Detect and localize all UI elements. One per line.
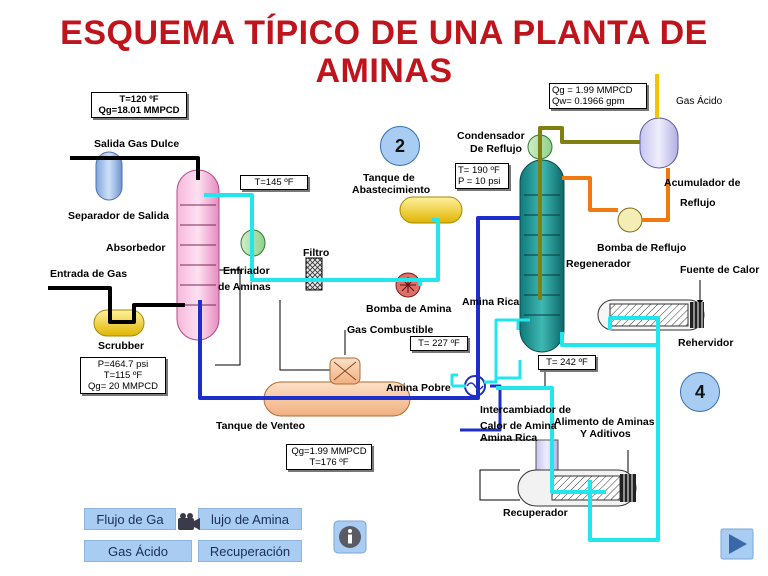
- info-icon[interactable]: [333, 520, 367, 554]
- label-accumulator-1: Acumulador de: [664, 177, 741, 189]
- label-exchanger-2: Calor de Amina: [480, 420, 557, 432]
- inlet-gas-conditions: P=464.7 psi T=115 ºF Qg= 20 MMPCD: [80, 357, 166, 394]
- label-gas-inlet: Entrada de Gas: [50, 268, 128, 280]
- filter: [305, 257, 323, 291]
- label-filter: Filtro: [303, 247, 330, 259]
- camera-icon[interactable]: [176, 512, 202, 534]
- reflux-accumulator: [639, 117, 679, 169]
- label-amine-feed-1: Alimento de Aminas: [554, 416, 655, 428]
- label-outlet-separator: Separador de Salida: [68, 210, 169, 222]
- label-sweet-gas-outlet: Salida Gas Dulce: [94, 138, 180, 150]
- cooler-outlet-temp: T=145 ºF: [240, 175, 308, 190]
- label-regenerator: Regenerador: [566, 258, 631, 270]
- regenerator-bottom-temp: T= 242 ºF: [538, 355, 596, 370]
- acid-gas-button[interactable]: Gas Ácido: [84, 540, 192, 562]
- step-4-button[interactable]: 4: [680, 372, 720, 412]
- label-scrubber: Scrubber: [98, 340, 145, 352]
- label-flash-tank: Tanque de Venteo: [216, 420, 306, 432]
- supply-tank: [399, 196, 463, 224]
- label-accumulator-2: Reflujo: [680, 197, 716, 209]
- rich-amine-temp: T= 227 ºF: [410, 336, 468, 351]
- next-arrow-icon[interactable]: [720, 528, 754, 560]
- label-condenser-1: Condensador: [457, 130, 525, 142]
- label-reclaimer: Recuperador: [503, 507, 568, 519]
- label-fuel-gas: Gas Combustible: [347, 324, 434, 336]
- label-cooler-1: Enfriador: [223, 265, 270, 277]
- label-supply-tank-1: Tanque de: [363, 172, 415, 184]
- recovery-button[interactable]: Recuperación: [198, 540, 302, 562]
- label-heat-source: Fuente de Calor: [680, 264, 760, 276]
- reflux-pump: [617, 207, 643, 233]
- flash-tank-conditions: Qg=1.99 MMPCD T=176 ºF: [286, 444, 372, 470]
- label-exchanger-3: Amina Rica: [480, 432, 538, 444]
- label-acid-gas: Gas Ácido: [676, 96, 723, 107]
- label-cooler-2: de Aminas: [218, 281, 271, 293]
- label-exchanger-1: Intercambiador de: [480, 404, 572, 416]
- acid-gas-conditions: Qg = 1.99 MMPCD Qw= 0.1966 gpm: [549, 83, 647, 109]
- label-amine-feed-2: Y Aditivos: [580, 428, 631, 440]
- label-amine-pump: Bomba de Amina: [366, 303, 452, 315]
- reflux-conditions: T= 190 ºF P = 10 psi: [455, 163, 509, 189]
- absorber-top-conditions: T=120 ºF Qg=18.01 MMPCD: [91, 92, 187, 118]
- label-supply-tank-2: Abastecimiento: [352, 184, 431, 196]
- label-absorber: Absorbedor: [106, 242, 166, 254]
- label-rich-amine: Amina Rica: [462, 296, 520, 308]
- label-condenser-2: De Reflujo: [470, 143, 522, 155]
- outlet-separator: [95, 151, 123, 201]
- label-reboiler: Rehervidor: [678, 337, 734, 349]
- title-line-2: AMINAS: [315, 52, 453, 90]
- amine-flow-button[interactable]: lujo de Amina: [198, 508, 302, 530]
- label-reflux-pump: Bomba de Reflujo: [597, 242, 687, 254]
- title-line-1: ESQUEMA TÍPICO DE UNA PLANTA DE: [60, 14, 708, 52]
- gas-flow-button[interactable]: Flujo de Ga: [84, 508, 176, 530]
- label-lean-amine: Amina Pobre: [386, 382, 451, 394]
- step-2-button[interactable]: 2: [380, 126, 420, 166]
